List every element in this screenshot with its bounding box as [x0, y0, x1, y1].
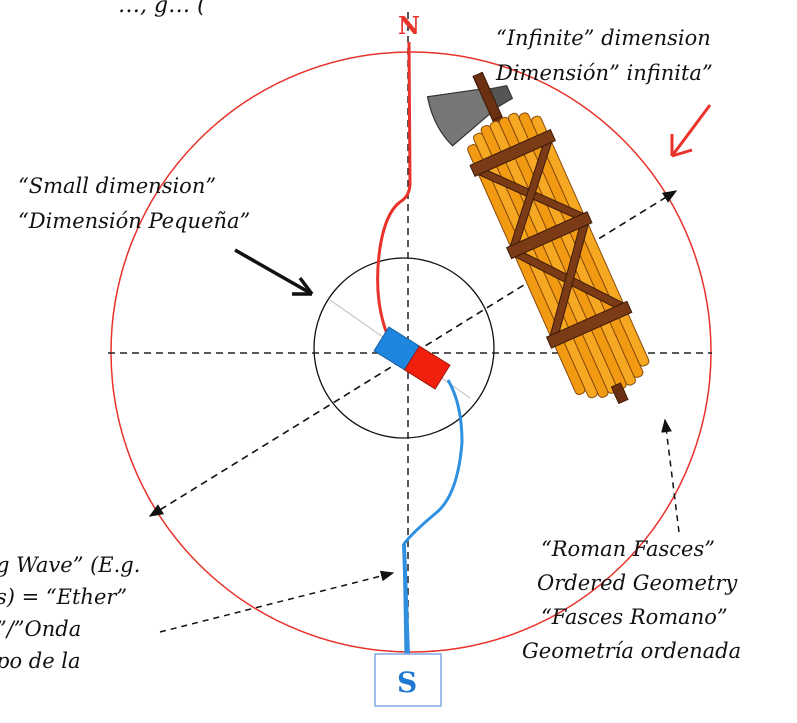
outer-circle: [110, 51, 712, 653]
north-label: N: [398, 11, 420, 40]
south-wire: [402, 379, 464, 657]
wave-label-line2: s) = “Ether”: [0, 585, 127, 609]
small-label-es: “Dimensión Pequeña”: [18, 209, 250, 233]
fasces-icon: [426, 71, 650, 405]
red-pointer-arrow: [670, 104, 712, 158]
axe-icon: [426, 71, 514, 147]
bar-magnet-icon: [373, 326, 451, 390]
fasces-label-line1: “Roman Fasces”: [541, 537, 715, 561]
fasces-label-line2: Ordered Geometry: [537, 571, 738, 595]
wave-label-line4: po de la: [0, 649, 81, 673]
wave-label-line1: g Wave” (E.g.: [0, 553, 140, 577]
south-box: [374, 653, 442, 707]
fasces-label-arrow: [661, 418, 680, 533]
infinite-label-es: Dimensión” infinita”: [495, 61, 713, 85]
infinite-label-en: “Infinite” dimension: [496, 26, 711, 50]
small-label-en: “Small dimension”: [18, 174, 216, 198]
north-wire: [376, 41, 412, 335]
fasces-label-line3: “Fasces Romano”: [541, 605, 728, 629]
south-label: S: [397, 666, 417, 699]
small-dimension-arrow: [234, 248, 314, 296]
fasces-label-line4: Geometría ordenada: [522, 639, 741, 663]
top-partial-text: …, g… (: [118, 0, 206, 18]
south-wire-lower: [402, 543, 410, 656]
wave-label-line3: ”/”Onda: [0, 617, 81, 641]
wave-label-arrow: [159, 570, 395, 633]
